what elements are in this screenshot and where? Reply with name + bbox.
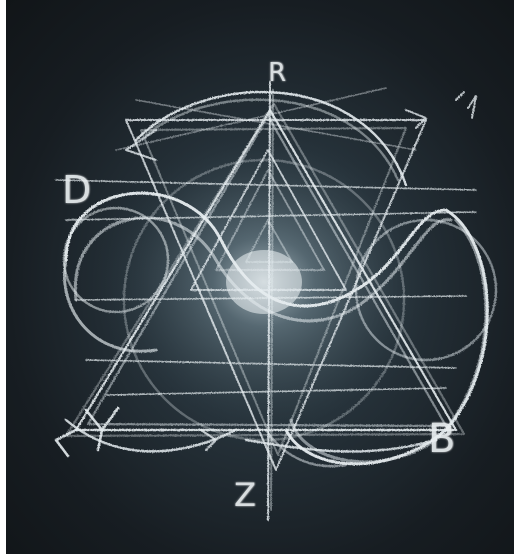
corner-scribble bbox=[406, 92, 476, 128]
label-r: R bbox=[268, 58, 286, 88]
label-d: D bbox=[62, 168, 91, 212]
photo-frame: R D B Z bbox=[6, 0, 514, 554]
label-z: Z bbox=[234, 476, 256, 514]
chalkboard: R D B Z bbox=[6, 0, 514, 554]
label-b: B bbox=[428, 416, 455, 462]
chalk-drawing bbox=[6, 0, 514, 554]
y-mark bbox=[56, 408, 118, 456]
